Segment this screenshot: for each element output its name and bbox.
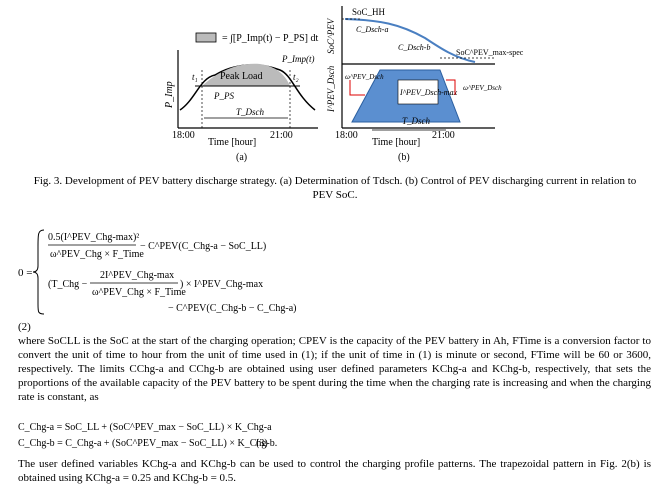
idsch-max-label: I^PEV_Dsch-max [399, 88, 458, 97]
eq2-r2-b: ) × I^PEV_Chg-max [180, 279, 263, 290]
omega-left-label: ω^PEV_Dsch [345, 73, 384, 81]
omega-right-marker [446, 79, 456, 95]
ylabel-b-bot: I^PEV_Dsch [326, 65, 336, 113]
ylabel-b-top: SoC^PEV [326, 17, 336, 54]
eq2-number: (2) [18, 321, 31, 333]
xend-a: 21:00 [270, 130, 293, 141]
eq2-r2-den: ω^PEV_Chg × F_Time [92, 287, 186, 298]
cdsch-b-label: C_Dsch-b [398, 43, 430, 52]
idsch-max-box [397, 79, 439, 105]
eq2-r2-num: 2I^PEV_Chg-max [100, 270, 174, 281]
panel-a: = ∫[P_Imp(t) − P_PS] dt Peak Load P_Imp(… [164, 32, 318, 163]
t2-label: t₂ [293, 72, 299, 82]
eq2-r2-a: (T_Chg − [48, 279, 88, 290]
tdsch-label-b: T_Dsch [402, 116, 431, 126]
figure-3: = ∫[P_Imp(t) − P_PS] dt Peak Load P_Imp(… [164, 6, 524, 163]
t1-label: t₁ [192, 72, 198, 82]
xstart-a: 18:00 [172, 130, 195, 141]
eq3-number: (3) [256, 438, 268, 449]
ylabel-a: P_Imp [164, 81, 175, 109]
soc-curve [344, 18, 476, 63]
eq2-lhs: 0 = [18, 267, 32, 279]
figure-caption: Fig. 3. Development of PEV battery disch… [33, 175, 637, 201]
pimp-t-label: P_Imp(t) [281, 54, 315, 64]
peak-load-label: Peak Load [220, 71, 263, 82]
eq2-brace [32, 229, 45, 315]
xlabel-a: Time [hour] [208, 137, 256, 148]
xlabel-b: Time [hour] [372, 137, 420, 148]
legend-swatch [195, 32, 217, 43]
peak-area [202, 63, 290, 86]
tdsch-label-a: T_Dsch [236, 107, 265, 117]
eq2-r1-den: ω^PEV_Chg × F_Time [50, 249, 144, 260]
panel-b: SoC_HH C_Dsch-a C_Dsch-b SoC^PEV_max-spe… [326, 6, 524, 163]
body-paragraph-2: The user defined variables KChg-a and KC… [18, 458, 651, 484]
panel-a-label: (a) [236, 152, 247, 163]
soc-max-label: SoC^PEV_max-spec [456, 48, 524, 57]
legend-equation: = ∫[P_Imp(t) − P_PS] dt [222, 33, 318, 44]
omega-left-marker [349, 80, 365, 96]
pps-label: P_PS [213, 91, 234, 101]
eq3-line1: C_Chg-a = SoC_LL + (SoC^PEV_max − SoC_LL… [18, 422, 272, 433]
eq2-r1-rest: − C^PEV(C_Chg-a − SoC_LL) [140, 241, 266, 252]
omega-right-label: ω^PEV_Dsch [463, 84, 502, 92]
eq3-line2: C_Chg-b = C_Chg-a + (SoC^PEV_max − SoC_L… [18, 438, 277, 449]
eq2-r1-num: 0.5(I^PEV_Chg-max)² [48, 232, 139, 243]
xend-b: 21:00 [432, 130, 455, 141]
eq2-r2-c: − C^PEV(C_Chg-b − C_Chg-a) [168, 303, 296, 314]
cdsch-a-label: C_Dsch-a [356, 25, 388, 34]
body-paragraph: where SoCLL is the SoC at the start of t… [18, 335, 651, 403]
equation-3: C_Chg-a = SoC_LL + (SoC^PEV_max − SoC_LL… [18, 422, 277, 449]
equation-2: 0 = 0.5(I^PEV_Chg-max)² ω^PEV_Chg × F_Ti… [18, 229, 296, 315]
panel-b-label: (b) [398, 152, 410, 163]
soc-hh-label: SoC_HH [352, 7, 386, 17]
xstart-b: 18:00 [335, 130, 358, 141]
